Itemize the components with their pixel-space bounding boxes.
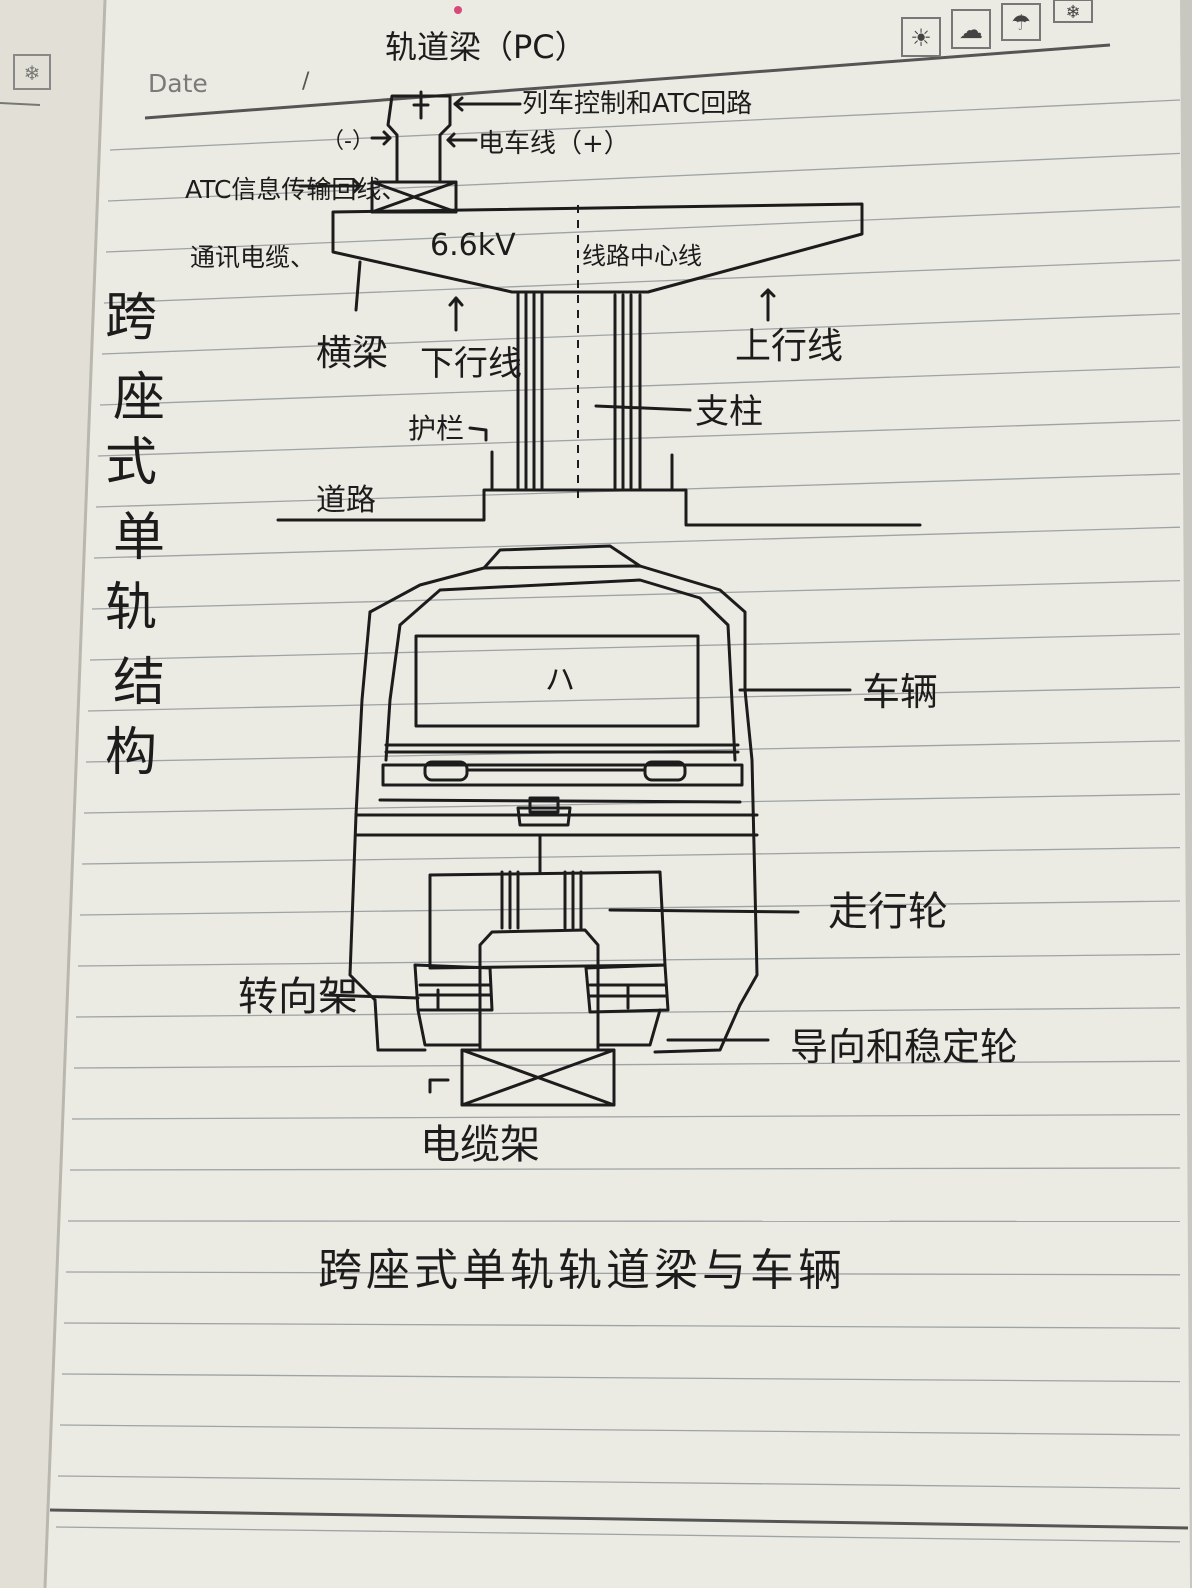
label-guard-rail: 护栏 [408, 412, 464, 445]
ruled-line [71, 1113, 1181, 1120]
vehicle-windshield [414, 634, 700, 728]
ruled-line [105, 206, 1181, 253]
right-page [45, 0, 1190, 1588]
bogie-leader [323, 993, 420, 1000]
side-title-char: 跨 [105, 288, 157, 348]
label-voltage: 6.6kV [430, 228, 516, 263]
ruled-line [61, 1373, 1181, 1383]
label-cable-rack: 电缆架 [420, 1122, 540, 1168]
label-center-line: 线路中心线 [582, 242, 702, 270]
left-page [0, 0, 105, 1588]
caption: 跨座式单轨轨道梁与车辆 [318, 1245, 846, 1296]
svg-text:☁: ☁ [959, 16, 983, 44]
vehicle-right-side [368, 564, 759, 1007]
ruled-line [63, 1322, 1181, 1329]
date-label: Date [148, 69, 208, 98]
side-title-char: 座 [113, 368, 165, 428]
skirt-right [653, 1003, 742, 1054]
svg-text:☂: ☂ [1011, 11, 1031, 36]
running-wheel-leader [608, 908, 800, 914]
label-column: 支柱 [695, 392, 763, 432]
guide-wheel-right [584, 963, 670, 1014]
label-cross-beam: 横梁 [316, 333, 388, 374]
cross-beam-leader [354, 260, 362, 312]
ruled-line [103, 259, 1181, 304]
ruled-line [89, 633, 1181, 661]
label-trolley-wire: 电车线（+） [478, 129, 630, 159]
page-gutter [43, 0, 107, 1588]
label-track-beam: 轨道梁（PC） [385, 28, 587, 66]
skirt-left [373, 998, 427, 1052]
weather-icons: ☀ ☁ ☂ ❄ [901, 0, 1093, 57]
ruled-line [91, 579, 1181, 610]
label-guide-wheel: 导向和稳定轮 [790, 1025, 1018, 1069]
ruled-line [79, 900, 1181, 916]
rain-icon: ☂ [1001, 3, 1041, 41]
cloud-icon: ☁ [951, 9, 991, 49]
left-page-snowflake-icon: ❄ [13, 54, 51, 90]
label-down-line: 下行线 [420, 344, 522, 384]
date-slash: / [302, 69, 310, 94]
cross-beam-outline [331, 202, 864, 294]
diagram-lines [276, 90, 922, 1107]
svg-text:☀: ☀ [910, 24, 932, 52]
side-title-char: 式 [105, 433, 157, 493]
label-up-line: 上行线 [735, 326, 843, 367]
label-atc-info: ATC信息传输回线、 [185, 175, 406, 204]
ruled-line [81, 846, 1181, 865]
bottom-rule [49, 1508, 1189, 1530]
svg-text:❄: ❄ [1065, 2, 1080, 23]
label-bogie: 转向架 [238, 974, 358, 1020]
date-rule [144, 43, 1111, 120]
ruled-line [57, 1475, 1181, 1490]
label-negative: （-） [322, 129, 374, 154]
column-leader [594, 404, 692, 412]
track-beam-in-vehicle [478, 928, 600, 1052]
ruled-line [87, 686, 1181, 712]
ruled-line [109, 99, 1181, 151]
sun-icon: ☀ [901, 17, 941, 57]
ruled-line [69, 1167, 1181, 1171]
pink-dot [454, 6, 462, 14]
label-comm-cable: 通讯电缆、 [190, 243, 315, 272]
road-and-footing [276, 488, 922, 527]
side-title-char: 构 [105, 723, 157, 783]
label-running-wheel: 走行轮 [828, 889, 948, 935]
side-title-char: 轨 [105, 578, 157, 638]
side-title-char: 结 [113, 653, 165, 713]
ruled-line [83, 793, 1181, 814]
ruled-line [73, 1060, 1181, 1069]
label-vehicle: 车辆 [862, 670, 938, 714]
window-mark: ハ [545, 663, 575, 698]
labels: 轨道梁（PC） 列车控制和ATC回路 （-） 电车线（+） ATC信息传输回线、… [185, 28, 1018, 1168]
vehicle-roof [482, 544, 642, 570]
guide-wheel-left [413, 963, 494, 1012]
cable-rack-box [460, 1048, 616, 1107]
ruled-line [55, 1526, 1181, 1543]
ruled-line [65, 1271, 1181, 1276]
ruled-line [93, 526, 1181, 559]
label-road: 道路 [316, 483, 376, 518]
coupler [516, 806, 572, 827]
side-title-char: 单 [113, 508, 165, 568]
snow-icon: ❄ [1053, 0, 1093, 23]
left-page-rule [0, 102, 41, 106]
ruled-line [59, 1424, 1181, 1436]
label-train-control: 列车控制和ATC回路 [522, 89, 752, 119]
ruled-line [107, 152, 1181, 202]
svg-text:❄: ❄ [24, 61, 41, 85]
vehicle-front-panel [398, 578, 737, 762]
ruled-line [77, 953, 1181, 967]
